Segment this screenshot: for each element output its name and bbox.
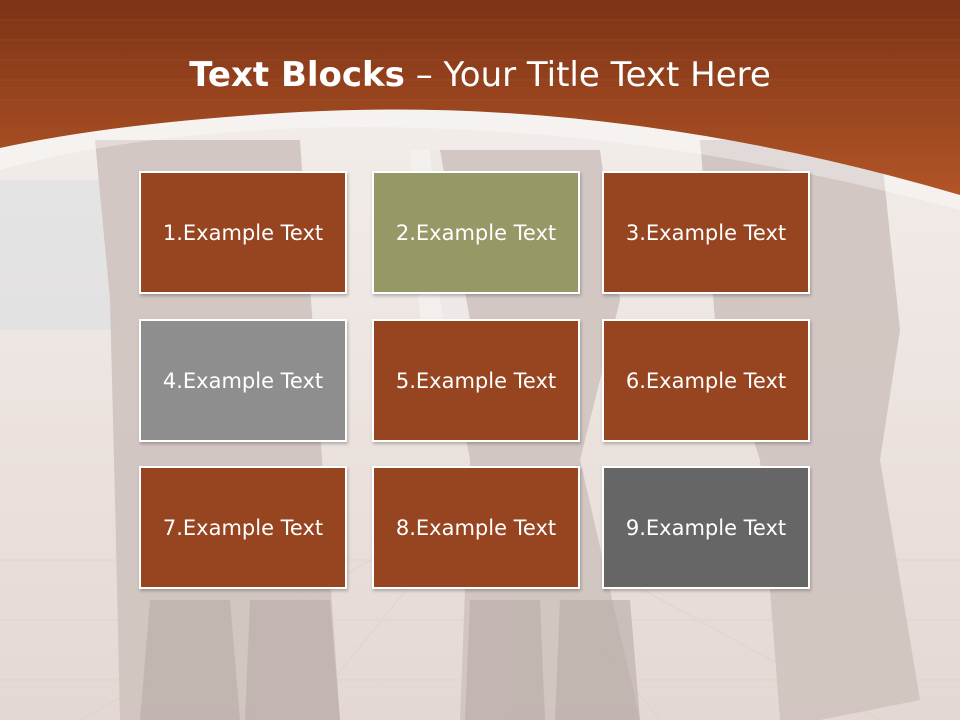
text-block-2[interactable]: 2.Example Text: [372, 171, 580, 294]
text-block-6[interactable]: 6.Example Text: [602, 319, 810, 442]
text-block-label: 9.Example Text: [625, 515, 787, 540]
text-block-label: 2.Example Text: [395, 220, 557, 245]
text-block-9[interactable]: 9.Example Text: [602, 466, 810, 589]
text-block-4[interactable]: 4.Example Text: [139, 319, 347, 442]
text-block-label: 5.Example Text: [395, 368, 557, 393]
text-block-label: 7.Example Text: [162, 515, 324, 540]
text-block-8[interactable]: 8.Example Text: [372, 466, 580, 589]
text-block-5[interactable]: 5.Example Text: [372, 319, 580, 442]
text-block-3[interactable]: 3.Example Text: [602, 171, 810, 294]
text-block-1[interactable]: 1.Example Text: [139, 171, 347, 294]
text-block-7[interactable]: 7.Example Text: [139, 466, 347, 589]
title-bold-text: Text Blocks: [189, 55, 405, 95]
text-block-label: 6.Example Text: [625, 368, 787, 393]
text-block-label: 3.Example Text: [625, 220, 787, 245]
title-separator: –: [404, 55, 444, 95]
text-block-label: 4.Example Text: [162, 368, 324, 393]
text-block-label: 8.Example Text: [395, 515, 557, 540]
text-block-label: 1.Example Text: [162, 220, 324, 245]
slide-title: Text Blocks – Your Title Text Here: [0, 52, 960, 98]
title-rest-text: Your Title Text Here: [443, 55, 771, 95]
